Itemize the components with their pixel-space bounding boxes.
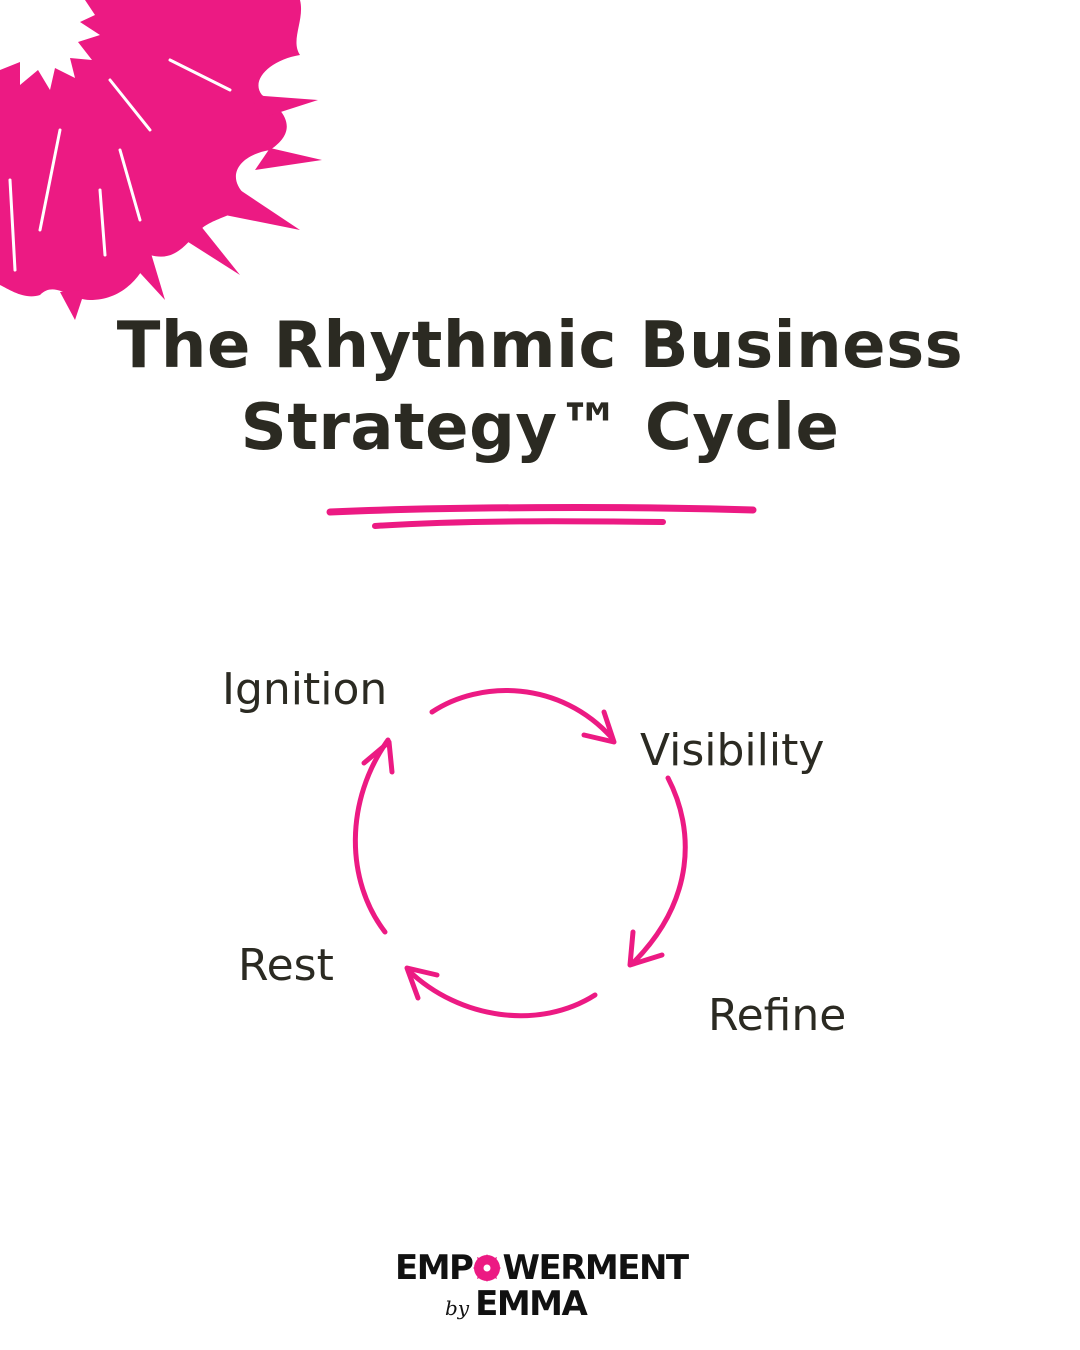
title-line-1: The Rhythmic Business: [0, 305, 1080, 387]
arrow-visibility-to-refine: [634, 778, 685, 962]
step-label-visibility: Visibility: [640, 725, 824, 777]
flower-o-icon: [473, 1254, 501, 1282]
logo-text-left: EMP: [395, 1248, 472, 1288]
arrow-head-rest: [407, 968, 437, 998]
arrow-ignition-to-visibility: [432, 691, 612, 738]
flower-decoration-icon: [0, 0, 330, 320]
title-line-2: Strategy™ Cycle: [0, 387, 1080, 469]
arrow-rest-to-ignition: [355, 740, 388, 932]
step-label-rest: Rest: [238, 940, 334, 992]
brush-underline: [325, 498, 765, 538]
logo-wordmark-top: EMP WERMENT: [395, 1248, 688, 1288]
arrow-refine-to-rest: [408, 970, 595, 1016]
logo-text-right: WERMENT: [502, 1248, 687, 1288]
arrow-head-ignition: [364, 742, 392, 772]
logo-by-text: by: [445, 1296, 469, 1320]
step-label-ignition: Ignition: [222, 664, 387, 716]
step-label-refine: Refine: [708, 990, 846, 1042]
arrow-head-refine: [630, 932, 662, 965]
arrow-head-visibility: [584, 712, 614, 742]
logo-emma-text: EMMA: [475, 1284, 586, 1324]
page-title: The Rhythmic Business Strategy™ Cycle: [0, 305, 1080, 469]
